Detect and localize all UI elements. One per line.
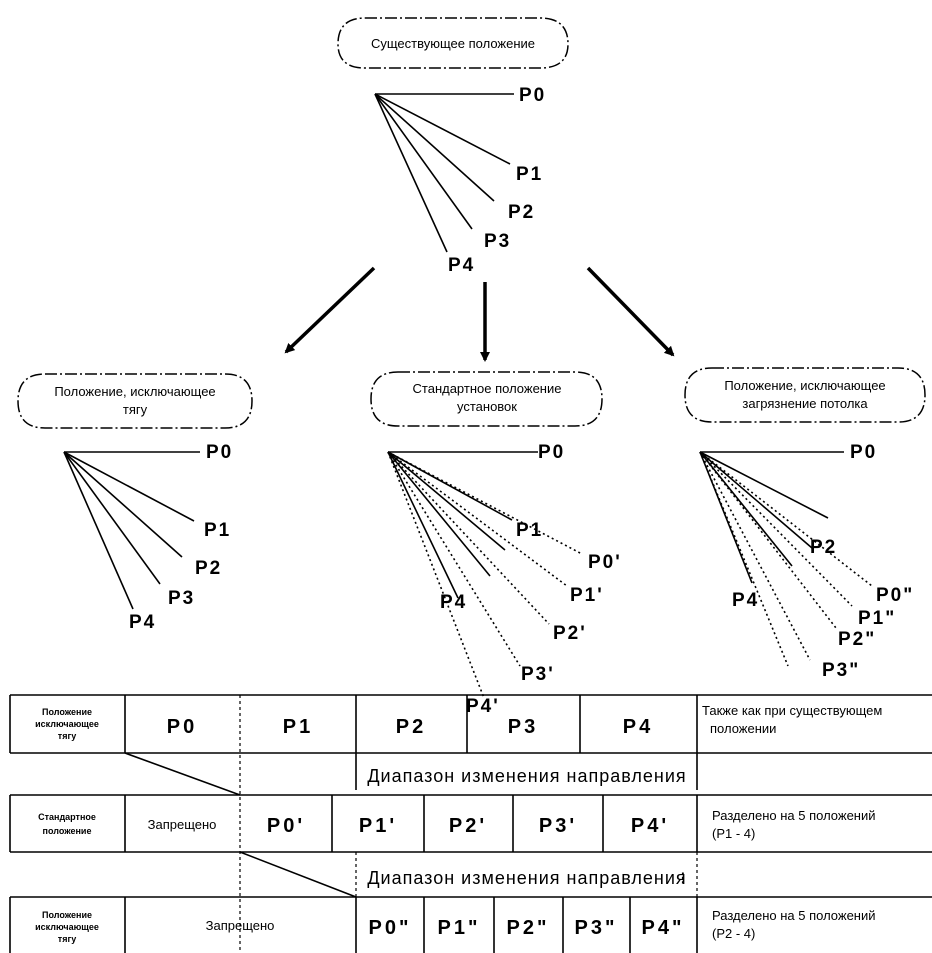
row3-cell-p0-dprime: P0" bbox=[369, 917, 412, 939]
top-label-p0: P0 bbox=[519, 85, 546, 106]
left-rays bbox=[63, 451, 200, 610]
middle-label-p3-prime: P3' bbox=[521, 664, 555, 685]
row1-note-line-2: положении bbox=[710, 721, 776, 736]
left-label-p2: P2 bbox=[195, 558, 222, 579]
top-title: Существующее положение bbox=[371, 36, 535, 51]
middle-label-p0-prime: P0' bbox=[588, 552, 622, 573]
row3-note-line-1: Разделено на 5 положений bbox=[712, 908, 876, 923]
middle-label-p1: P1 bbox=[516, 520, 543, 541]
left-fan: Положение, исключающее тягу P0 P1 P2 P3 … bbox=[17, 373, 253, 633]
row1-cell-p3: P3 bbox=[508, 716, 538, 738]
right-label-p4: P4 bbox=[732, 590, 759, 611]
middle-rays-solid bbox=[387, 451, 538, 599]
right-label-p0: P0 bbox=[850, 442, 877, 463]
range-colon: ⁝ bbox=[680, 868, 687, 888]
right-label-p0-dprime: P0" bbox=[876, 585, 914, 606]
middle-title-line-2: установок bbox=[457, 399, 517, 414]
top-label-p4: P4 bbox=[448, 255, 475, 276]
right-rays-solid bbox=[699, 451, 844, 584]
row3-note-line-2: (P2 - 4) bbox=[712, 926, 755, 941]
middle-fan: Стандартное положение установок P0 P1 P4… bbox=[370, 371, 622, 717]
left-label-p4: P4 bbox=[129, 612, 156, 633]
top-fan: Существующее положение P0 P1 P2 P3 P4 bbox=[337, 17, 569, 276]
row2-cell-p4-prime: P4' bbox=[631, 815, 669, 837]
left-label-p0: P0 bbox=[206, 442, 233, 463]
arrow-right bbox=[586, 266, 675, 357]
row1-note-line-1: Также как при существующем bbox=[702, 703, 882, 718]
right-title-line-1: Положение, исключающее bbox=[724, 378, 885, 393]
row3-header-line-1: Положение bbox=[42, 910, 92, 920]
table-row-2: Стандартное положение Запрещено P0' P1' … bbox=[9, 794, 932, 853]
middle-label-p4: P4 bbox=[440, 592, 467, 613]
left-title-line-2: тягу bbox=[123, 402, 148, 417]
top-label-p2: P2 bbox=[508, 202, 535, 223]
row3-cell-p3-dprime: P3" bbox=[575, 917, 618, 939]
middle-label-p2-prime: P2' bbox=[553, 623, 587, 644]
right-rays-dotted bbox=[699, 451, 873, 667]
range-label-2: Диапазон изменения направления bbox=[367, 868, 686, 888]
right-fan: Положение, исключающее загрязнение потол… bbox=[684, 367, 926, 681]
row2-forbidden: Запрещено bbox=[148, 817, 217, 832]
row1-header-line-2: исключающее bbox=[35, 719, 99, 729]
right-label-p2: P2 bbox=[810, 537, 837, 558]
row2-cell-p3-prime: P3' bbox=[539, 815, 577, 837]
middle-title-bubble bbox=[370, 371, 603, 427]
row1-cell-p4: P4 bbox=[623, 716, 653, 738]
row1-cell-p0: P0 bbox=[167, 716, 197, 738]
flow-arrows bbox=[284, 266, 675, 362]
row2-cell-p1-prime: P1' bbox=[359, 815, 397, 837]
right-label-p2-dprime: P2" bbox=[838, 629, 876, 650]
middle-label-p1-prime: P1' bbox=[570, 585, 604, 606]
top-title-bubble bbox=[337, 17, 569, 69]
row3-cell-p2-dprime: P2" bbox=[507, 917, 550, 939]
row2-note-line-2: (P1 - 4) bbox=[712, 826, 755, 841]
comparison-table: Положение исключающее тягу P0 P1 P2 P3 P… bbox=[9, 694, 932, 953]
top-label-p3: P3 bbox=[484, 231, 511, 252]
middle-label-p4-prime: P4' bbox=[466, 696, 500, 717]
connector-2 bbox=[239, 851, 357, 898]
row3-header-line-2: исключающее bbox=[35, 922, 99, 932]
right-title-line-2: загрязнение потолка bbox=[742, 396, 868, 411]
left-title-bubble bbox=[17, 373, 253, 429]
arrow-left bbox=[284, 266, 376, 354]
right-title-bubble bbox=[684, 367, 926, 423]
row1-header-line-3: тягу bbox=[58, 731, 76, 741]
right-label-p1-dprime: P1" bbox=[858, 608, 896, 629]
left-label-p3: P3 bbox=[168, 588, 195, 609]
middle-title-line-1: Стандартное положение bbox=[413, 381, 562, 396]
top-rays bbox=[374, 93, 514, 253]
table-row-1: Положение исключающее тягу P0 P1 P2 P3 P… bbox=[9, 694, 932, 953]
row1-cell-p2: P2 bbox=[396, 716, 426, 738]
row2-header-line-2: положение bbox=[43, 826, 92, 836]
table-row-3: Положение исключающее тягу Запрещено P0"… bbox=[9, 896, 932, 953]
row2-cell-p0-prime: P0' bbox=[267, 815, 305, 837]
row3-cell-p4-dprime: P4" bbox=[642, 917, 685, 939]
right-label-p3-dprime: P3" bbox=[822, 660, 860, 681]
row2-header-line-1: Стандартное bbox=[38, 812, 96, 822]
range-label-1: Диапазон изменения направления bbox=[367, 766, 686, 786]
row2-cell-p2-prime: P2' bbox=[449, 815, 487, 837]
middle-rays-dotted bbox=[387, 451, 583, 699]
left-title-line-1: Положение, исключающее bbox=[54, 384, 215, 399]
row2-note-line-1: Разделено на 5 положений bbox=[712, 808, 876, 823]
row3-cell-p1-dprime: P1" bbox=[438, 917, 481, 939]
connector-1 bbox=[124, 752, 241, 796]
left-label-p1: P1 bbox=[204, 520, 231, 541]
middle-label-p0: P0 bbox=[538, 442, 565, 463]
row3-forbidden: Запрещено bbox=[206, 918, 275, 933]
row3-header-line-3: тягу bbox=[58, 934, 76, 944]
row1-header-line-1: Положение bbox=[42, 707, 92, 717]
top-label-p1: P1 bbox=[516, 164, 543, 185]
row1-cell-p1: P1 bbox=[283, 716, 313, 738]
